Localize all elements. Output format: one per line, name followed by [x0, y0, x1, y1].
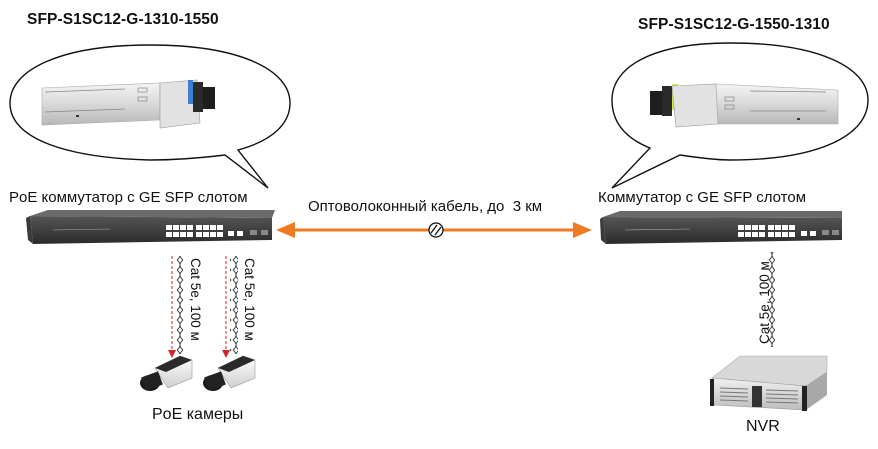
poe-cameras-label: PoE камеры: [152, 406, 244, 423]
right-sfp-module: [650, 83, 839, 128]
right-sfp-model-title: SFP-S1SC12-G-1550-1310: [638, 16, 830, 33]
poe-camera-1: [140, 355, 193, 391]
fiber-link-arrow: [276, 222, 592, 238]
left-sfp-module: [41, 79, 215, 129]
nvr-label: NVR: [746, 418, 780, 435]
right-switch: [600, 211, 842, 244]
arrow-head-left: [276, 222, 295, 238]
arrow-head-right: [573, 222, 592, 238]
left-sfp-model-title: SFP-S1SC12-G-1310-1550: [27, 11, 219, 28]
left-cable-1-label: Cat 5e, 100 м: [188, 258, 203, 341]
right-cable-label: Cat 5e, 100 м: [757, 261, 772, 344]
poe-arrow-icon: [222, 350, 230, 358]
poe-camera-2: [203, 355, 256, 391]
left-cable-2: [222, 256, 238, 358]
left-sfp-latch: [188, 80, 193, 104]
left-cable-1: [168, 256, 184, 358]
nvr-device: [710, 355, 828, 411]
left-cable-2-label: Cat 5e, 100 м: [242, 258, 257, 341]
right-cable: [767, 252, 775, 347]
left-poe-switch: [26, 210, 275, 244]
fiber-break-icon: [428, 222, 444, 238]
fiber-link-label: Оптоволоконный кабель, до 3 км: [308, 198, 543, 215]
poe-arrow-icon: [168, 350, 176, 358]
left-switch-label: PoE коммутатор с GE SFP слотом: [9, 189, 248, 206]
right-switch-label: Коммутатор с GE SFP слотом: [598, 189, 807, 206]
